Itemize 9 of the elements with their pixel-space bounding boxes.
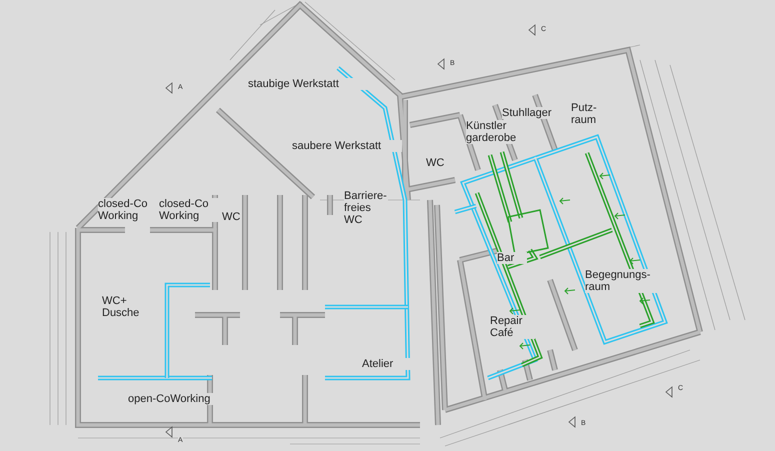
room-label: Begegnungs- raum bbox=[585, 269, 660, 293]
room-label: closed-Co Working bbox=[159, 198, 221, 222]
room-label: Bar bbox=[497, 252, 527, 264]
room-label: Repair Café bbox=[490, 315, 535, 339]
room-label: saubere Werkstatt bbox=[292, 140, 402, 152]
room-label: staubige Werkstatt bbox=[248, 78, 368, 90]
room-label: Künstler garderobe bbox=[466, 120, 516, 144]
room-label: WC bbox=[222, 211, 242, 223]
room-label: Barriere- freies WC bbox=[344, 190, 388, 226]
